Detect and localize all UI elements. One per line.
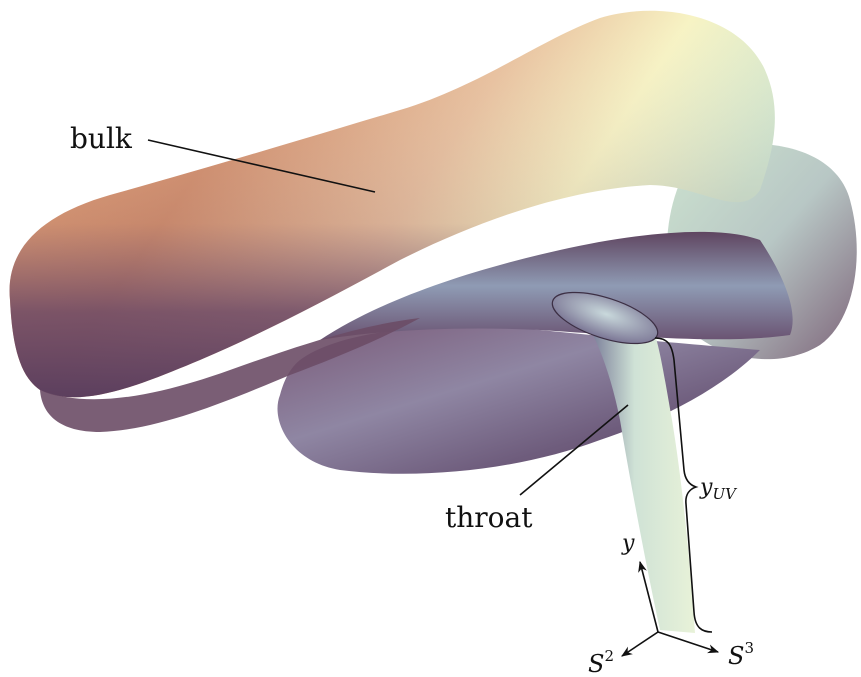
axis-s2-arrow <box>621 631 659 657</box>
axis-s2-sup: 2 <box>604 647 614 665</box>
axis-y-label: y <box>621 531 635 556</box>
throat-pointer-line <box>519 404 629 496</box>
throat-tube <box>585 320 695 633</box>
axis-s3-label: S3 <box>728 639 754 670</box>
axis-s2-base: S <box>588 650 604 677</box>
axis-y-arrow <box>638 560 659 633</box>
axis-s2-label: S2 <box>588 647 614 677</box>
bulk-pointer-line <box>147 139 376 193</box>
throat-mouth <box>551 291 659 345</box>
yuv-brace <box>654 337 713 633</box>
throat-label: throat <box>445 501 533 534</box>
yuv-label-sub: UV <box>712 485 738 503</box>
axis-s3-arrow <box>657 631 720 654</box>
axis-s3-base: S <box>728 642 744 670</box>
bulk-front-rim <box>40 318 420 432</box>
axis-s3-sup: 3 <box>744 639 754 657</box>
yuv-label: yUV <box>699 475 738 503</box>
bulk-label: bulk <box>70 122 133 155</box>
bulk-inner-cavity <box>320 231 793 340</box>
yuv-label-main: y <box>699 475 713 500</box>
bulk-main-shading <box>9 10 775 398</box>
